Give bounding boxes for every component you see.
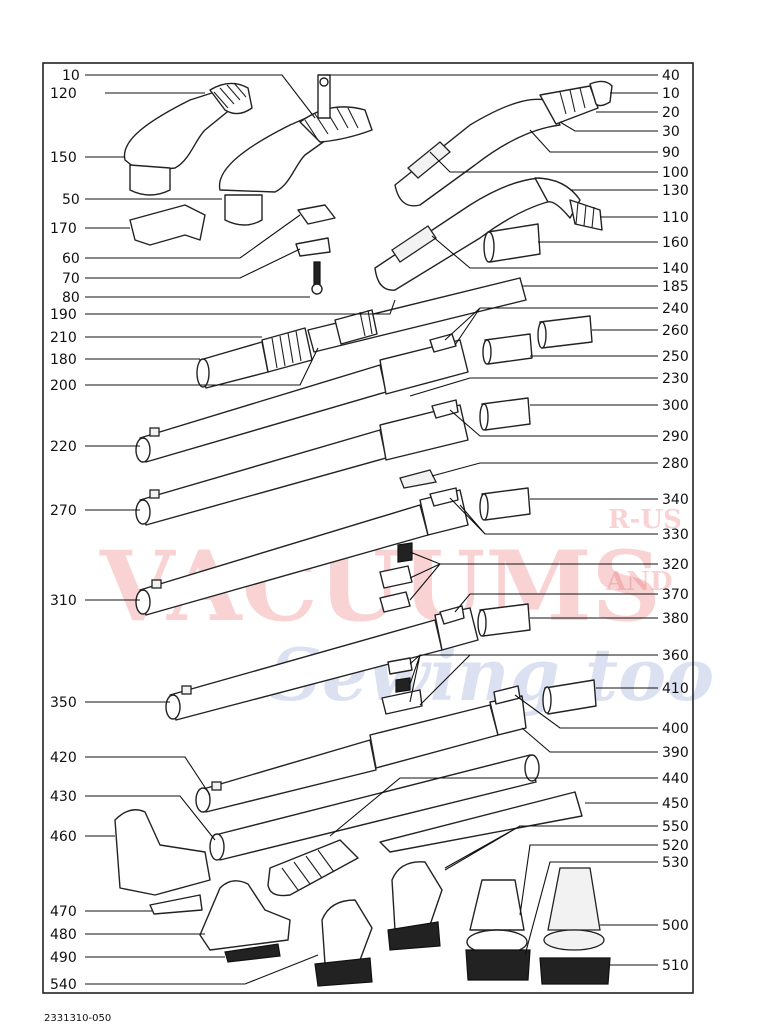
tube-part-440 [209, 754, 540, 861]
hose-handle-part-150 [123, 82, 253, 196]
label-190: 190 [50, 307, 77, 323]
label-290: 290 [662, 429, 689, 445]
label-330: 330 [662, 527, 689, 543]
label-110: 110 [662, 210, 689, 226]
label-370: 370 [662, 587, 689, 603]
part-labels-left: 10 120 150 50 170 60 70 80 190 210 180 2… [50, 68, 80, 993]
label-230: 230 [662, 371, 689, 387]
watermark-side-top: R-US [608, 505, 682, 535]
label-250: 250 [662, 349, 689, 365]
label-540: 540 [50, 977, 77, 993]
brush-part-520 [267, 839, 359, 897]
label-60: 60 [62, 251, 80, 267]
label-440: 440 [662, 771, 689, 787]
label-390: 390 [662, 745, 689, 761]
label-50: 50 [62, 192, 80, 208]
bracket-parts-60-70-80 [295, 204, 336, 295]
latch-parts-320-370 [379, 542, 413, 613]
label-490: 490 [50, 950, 77, 966]
label-100: 100 [662, 165, 689, 181]
crevice-tool-part-450 [379, 791, 583, 853]
label-150: 150 [50, 150, 77, 166]
label-280: 280 [662, 456, 689, 472]
wand-part-310 [135, 487, 531, 616]
small-tool-part-480 [199, 880, 291, 963]
label-310: 310 [50, 593, 77, 609]
extension-wand-part-185 [196, 277, 527, 389]
label-400: 400 [662, 721, 689, 737]
label-260: 260 [662, 323, 689, 339]
label-90: 90 [662, 145, 680, 161]
sleeve-part-160 [487, 223, 541, 263]
label-350: 350 [50, 695, 77, 711]
label-210: 210 [50, 330, 77, 346]
sleeves-part-250-260 [482, 315, 593, 365]
label-180: 180 [50, 352, 77, 368]
wand-part-270 [135, 397, 531, 526]
label-80: 80 [62, 290, 80, 306]
label-10-right: 10 [662, 86, 680, 102]
label-40: 40 [662, 68, 680, 84]
label-520: 520 [662, 838, 689, 854]
label-160: 160 [662, 235, 689, 251]
latch-parts-360 [381, 657, 423, 715]
label-380: 380 [662, 611, 689, 627]
handle-part-140 [374, 177, 603, 291]
leader-lines [85, 74, 658, 985]
label-320: 320 [662, 557, 689, 573]
label-185: 185 [662, 279, 689, 295]
label-120: 120 [50, 86, 77, 102]
document-number: 2331310-050 [44, 1013, 111, 1024]
wand-part-350 [165, 603, 531, 721]
part-labels-right: 40 10 20 30 90 100 130 110 160 140 185 2… [662, 68, 689, 974]
wand-part-220 [135, 333, 469, 463]
label-510: 510 [662, 958, 689, 974]
label-200: 200 [50, 378, 77, 394]
label-530: 530 [662, 855, 689, 871]
dusting-brush-part-530 [387, 861, 443, 951]
label-10-left: 10 [62, 68, 80, 84]
label-170: 170 [50, 221, 77, 237]
label-70: 70 [62, 271, 80, 287]
label-30: 30 [662, 124, 680, 140]
round-brush-part-550 [465, 879, 531, 981]
label-360: 360 [662, 648, 689, 664]
label-300: 300 [662, 398, 689, 414]
label-430: 430 [50, 789, 77, 805]
hose-connector-part-50 [218, 74, 373, 226]
label-130: 130 [662, 183, 689, 199]
label-460: 460 [50, 829, 77, 845]
label-410: 410 [662, 681, 689, 697]
label-470: 470 [50, 904, 77, 920]
label-240: 240 [662, 301, 689, 317]
dusting-brush-part-540 [314, 899, 373, 987]
clip-part-170 [129, 204, 206, 246]
button-part-280 [399, 469, 437, 489]
label-20: 20 [662, 105, 680, 121]
label-500: 500 [662, 918, 689, 934]
label-270: 270 [50, 503, 77, 519]
wand-part-420 [195, 679, 597, 813]
label-340: 340 [662, 492, 689, 508]
diagram-frame [42, 62, 694, 994]
watermark-side-bottom: AND [605, 567, 673, 597]
label-140: 140 [662, 261, 689, 277]
label-550: 550 [662, 819, 689, 835]
label-220: 220 [50, 439, 77, 455]
round-brush-part-500 [539, 867, 611, 985]
label-420: 420 [50, 750, 77, 766]
label-450: 450 [662, 796, 689, 812]
upholstery-tool-part-460 [114, 809, 211, 915]
label-480: 480 [50, 927, 77, 943]
